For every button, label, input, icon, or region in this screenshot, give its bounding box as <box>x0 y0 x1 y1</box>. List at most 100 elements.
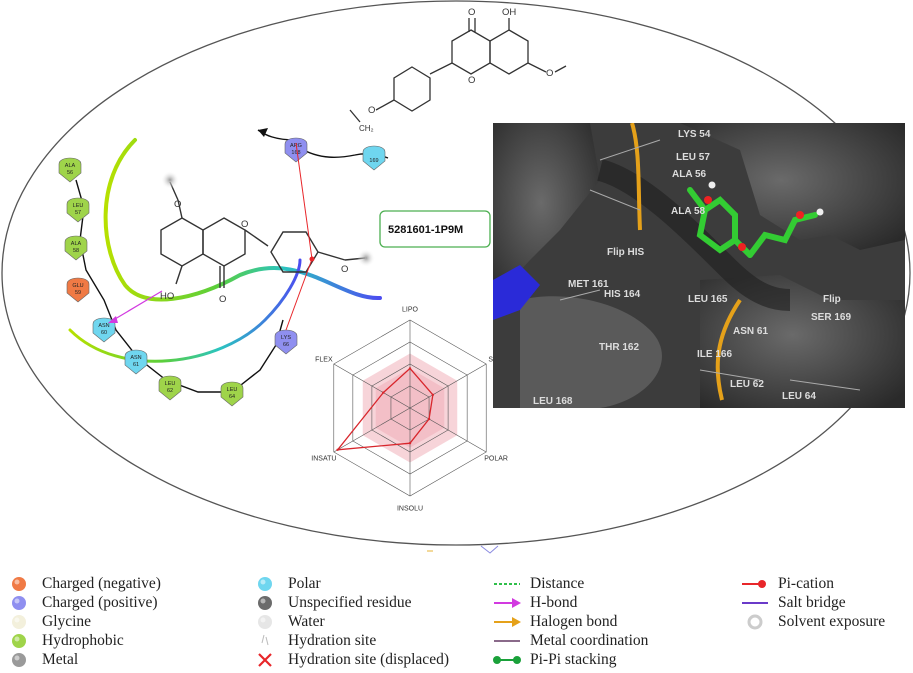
legend-item: Hydration site (displaced) <box>250 650 449 670</box>
structure-3d-label: ASN 61 <box>733 326 768 337</box>
legend-label: Polar <box>288 575 321 592</box>
legend-item: Charged (negative) <box>4 574 161 594</box>
residue-shape <box>92 317 116 343</box>
atom-o-ring-top: O <box>468 75 475 86</box>
dark-grey-ball-icon <box>250 593 280 613</box>
legend-item: Water <box>250 612 325 632</box>
legend-item: Metal coordination <box>492 631 648 651</box>
residue-shape <box>64 235 88 261</box>
legend-item: Unspecified residue <box>250 593 412 613</box>
green-dumbbell-icon <box>492 650 522 670</box>
pi-cation-line-2 <box>285 258 313 331</box>
legend-item: Hydrophobic <box>4 631 124 651</box>
residue-shape <box>284 137 308 163</box>
ligand-structure-diagram <box>160 181 366 288</box>
radar-value-point <box>427 417 431 421</box>
legend-label: Water <box>288 613 325 630</box>
structure-3d-label: HIS 164 <box>604 289 641 300</box>
hbond-arrowhead <box>108 316 118 323</box>
residue-name: ALA <box>71 241 82 247</box>
hydration-site-icon <box>250 631 280 651</box>
residue-name: LYS <box>281 335 291 341</box>
structure-3d-label: MET 161 <box>568 279 609 290</box>
hbond-line <box>109 290 163 323</box>
halo-ring-icon <box>740 612 770 632</box>
structure-3d-label: THR 162 <box>599 342 639 353</box>
magenta-arrow-icon <box>492 593 522 613</box>
residue-res-169: 169 <box>362 145 386 171</box>
residue-number: 59 <box>75 290 81 296</box>
legend-item: Hydration site <box>250 631 376 651</box>
legend-item: Distance <box>492 574 584 594</box>
methyl-halo-top <box>161 171 179 189</box>
structure-3d-label: LEU 62 <box>730 379 764 390</box>
atom-hydroxyl: HO <box>160 291 174 302</box>
legend-label: Hydration site (displaced) <box>288 651 449 668</box>
compound-id-box: 5281601-1P9M <box>379 210 491 248</box>
radar-axis-label: INSOLU <box>397 505 423 512</box>
legend-item: Pi-cation <box>740 574 834 594</box>
interactions <box>108 142 315 331</box>
legend-item: Salt bridge <box>740 593 846 613</box>
red-cross-icon <box>250 650 280 670</box>
radar-axis-label: LIPO <box>402 307 419 314</box>
grey-line-icon <box>492 631 522 651</box>
legend-label: Glycine <box>42 613 92 630</box>
residue-number: 57 <box>75 210 81 216</box>
residue-shape <box>66 277 90 303</box>
legend-item: Metal <box>4 650 78 670</box>
structure-3d-label: SER 169 <box>811 312 851 323</box>
legend-item: Halogen bond <box>492 612 617 632</box>
residue-shape <box>58 157 82 183</box>
white-ball-icon <box>250 612 280 632</box>
atom-oh-top: OH <box>502 7 516 18</box>
ligand-structure-top-atoms: O OH O O O CH₂ <box>359 7 553 133</box>
cyan-ball-icon <box>250 574 280 594</box>
legend-item: Glycine <box>4 612 91 632</box>
legend-label: Hydrophobic <box>42 632 124 649</box>
structure-3d-label: ALA 58 <box>671 206 706 217</box>
residue-number: 66 <box>283 342 289 348</box>
residue-shape <box>66 197 90 223</box>
legend: Charged (negative)Charged (positive)Glyc… <box>0 572 913 672</box>
residue-shape <box>124 349 148 375</box>
radar-axis-label: INSATU <box>311 456 336 463</box>
residue-shape <box>362 145 386 171</box>
residue-number: 168 <box>291 150 300 156</box>
compound-id-label: 5281601-1P9M <box>388 224 463 236</box>
residue-arg-168: ARG168 <box>284 137 308 163</box>
property-radar-chart: LIPOSIZEPOLARINSOLUINSATUFLEX <box>311 307 508 513</box>
residue-shape <box>220 381 244 407</box>
legend-label: Charged (negative) <box>42 575 161 592</box>
radar-value-point <box>336 448 339 451</box>
orange-arrow-icon <box>492 612 522 632</box>
residue-number: 169 <box>369 158 378 164</box>
legend-item: H-bond <box>492 593 577 613</box>
methyl-halo-right <box>357 249 375 267</box>
structure-3d-label: LEU 165 <box>688 294 728 305</box>
legend-label: Hydration site <box>288 632 377 649</box>
residue-number: 60 <box>101 330 107 336</box>
pi-cation-dot <box>309 256 315 262</box>
radar-axis-label: POLAR <box>484 456 508 463</box>
cream-ball-icon <box>4 612 34 632</box>
residue-name: ASN <box>98 323 109 329</box>
legend-label: Metal coordination <box>530 632 649 649</box>
atom-o-methoxy-top: O <box>546 68 553 79</box>
residue-name: ALA <box>65 163 76 169</box>
ligand-diagram-atoms: O HO O O O <box>160 199 348 305</box>
legend-label: Unspecified residue <box>288 594 412 611</box>
radar-axis-line <box>333 407 411 453</box>
atom-o-carbonyl: O <box>219 294 226 305</box>
structure-3d-label: ILE 166 <box>697 349 732 360</box>
